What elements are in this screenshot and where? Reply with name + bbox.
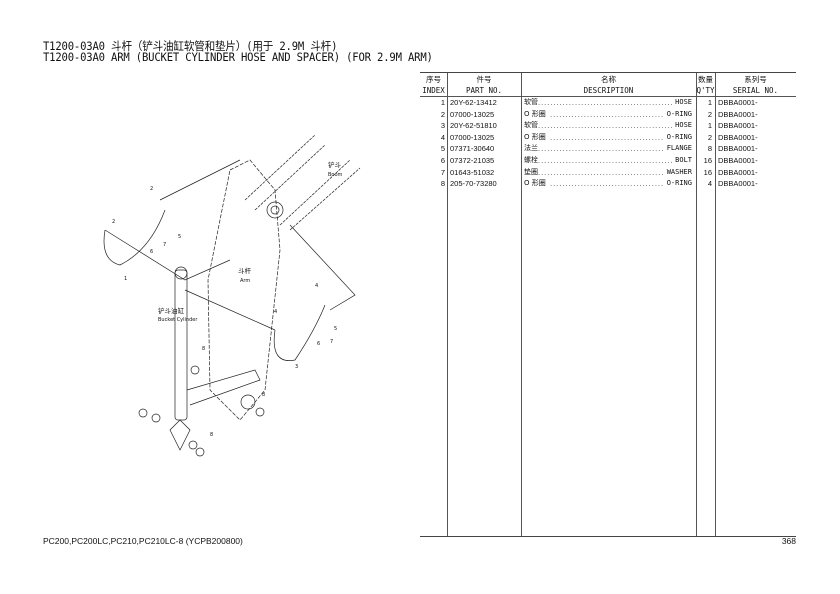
- title-english: T1200-03A0 ARM (BUCKET CYLINDER HOSE AND…: [43, 50, 433, 64]
- cell-part: 01643-51032: [450, 167, 495, 177]
- cell-part: 20Y-62-51810: [450, 121, 497, 131]
- cell-en: WASHER: [666, 167, 692, 176]
- footer-models: PC200,PC200LC,PC210,PC210LC-8 (YCPB20080…: [43, 536, 243, 546]
- cell-cn: O 形圈: [524, 179, 546, 188]
- arm-label-en: Arm: [240, 278, 250, 284]
- table-row: 5 07371-30640 法兰 FLANGE 8 DBBA0001-..........…: [420, 143, 796, 155]
- leader-dots: ........................................…: [550, 179, 663, 189]
- cell-qty: 1: [707, 98, 712, 107]
- cell-cn: 法兰: [524, 144, 538, 153]
- cell-index: 5: [440, 144, 445, 154]
- cell-qty: 4: [707, 179, 712, 189]
- callout: 5: [334, 326, 337, 332]
- cell-cn: O 形圈: [524, 109, 546, 118]
- cell-cn: 垫圈: [524, 167, 538, 176]
- cell-serial: DBBA0001-: [718, 144, 758, 154]
- cell-cn: 螺栓: [524, 156, 538, 164]
- callout: 7: [163, 242, 166, 248]
- cell-cn: 软管: [524, 121, 538, 130]
- callout: 2: [150, 186, 153, 192]
- cell-part: 07372-21035: [450, 156, 495, 165]
- cell-qty: 2: [707, 132, 712, 142]
- cell-en: HOSE: [675, 98, 692, 106]
- cell-part: 07000-13025: [450, 132, 495, 142]
- table-row: 6 07372-21035 螺栓 BOLT 16 DBBA0001-...........…: [420, 155, 796, 167]
- title-chinese: T1200-03A0 斗杆（铲斗油缸软管和垫片）(用于 2.9M 斗杆): [43, 39, 338, 53]
- cylinder-label-en: Bucket Cylinder: [158, 317, 198, 323]
- cell-qty: 1: [707, 121, 712, 131]
- cell-cn: 软管: [524, 98, 538, 106]
- callout: 2: [112, 219, 115, 225]
- leader-dots: ........................................…: [550, 109, 663, 119]
- cell-qty: 2: [707, 109, 712, 119]
- leader-dots: ........................................…: [550, 132, 663, 142]
- table-row: 3 20Y-62-51810 软管 HOSE 1 DBBA0001-...........…: [420, 120, 796, 132]
- callout: 6: [150, 249, 153, 255]
- cell-serial: DBBA0001-: [718, 98, 758, 107]
- boom-label-en: Boom: [328, 172, 343, 178]
- cell-qty: 16: [703, 167, 712, 177]
- table-row: 4 07000-13025 O 形圈 O-RING 2 DBBA0001-........…: [420, 132, 796, 144]
- cell-serial: DBBA0001-: [718, 167, 758, 177]
- callout: 8: [210, 432, 213, 438]
- callout: 7: [330, 339, 333, 345]
- cell-index: 1: [440, 98, 445, 107]
- cell-index: 2: [440, 109, 445, 119]
- callout: 5: [178, 234, 181, 240]
- page-number: 368: [781, 536, 796, 546]
- callout: 4: [274, 309, 277, 315]
- cell-qty: 8: [707, 144, 712, 154]
- cell-cn: O 形圈: [524, 132, 546, 141]
- callout: 8: [262, 392, 265, 398]
- cell-serial: DBBA0001-: [718, 121, 758, 131]
- callout: 6: [317, 341, 320, 347]
- cell-part: 20Y-62-13412: [450, 98, 497, 107]
- leader-dots: ........................................…: [538, 144, 663, 154]
- callout: 1: [124, 276, 127, 282]
- parts-diagram: 铲斗 Boom 斗杆 Arm 铲斗油缸 Bucket Cylinder 1 2 …: [103, 134, 361, 457]
- boom-label-cn: 铲斗: [328, 160, 342, 169]
- cell-index: 4: [440, 132, 445, 142]
- cell-serial: DBBA0001-: [718, 132, 758, 142]
- leader-dots: ........................................…: [538, 156, 672, 165]
- callout: 4: [315, 283, 318, 289]
- cell-en: O-RING: [666, 132, 692, 141]
- arm-label-cn: 斗杆: [238, 266, 252, 275]
- leader-dots: ........................................…: [538, 121, 672, 131]
- cell-index: 3: [440, 121, 445, 131]
- cell-en: HOSE: [675, 121, 692, 130]
- cell-part: 07000-13025: [450, 109, 495, 119]
- cell-index: 7: [440, 167, 445, 177]
- cell-part: 07371-30640: [450, 144, 495, 154]
- table-row: 1 20Y-62-13412 软管 HOSE 1 DBBA0001-...........…: [420, 97, 796, 109]
- cell-en: O-RING: [666, 179, 692, 188]
- cell-index: 8: [440, 179, 445, 189]
- cell-serial: DBBA0001-: [718, 156, 758, 165]
- cell-en: FLANGE: [666, 144, 692, 153]
- table-row: 2 07000-13025 O 形圈 O-RING 2 DBBA0001-........…: [420, 109, 796, 121]
- callout: 3: [295, 364, 298, 370]
- table-row: 8 205-70-73280 O 形圈 O-RING 4 DBBA0001-.......…: [420, 178, 796, 190]
- leader-dots: ........................................…: [538, 167, 663, 177]
- cell-serial: DBBA0001-: [718, 179, 758, 189]
- cell-index: 6: [440, 156, 445, 165]
- cylinder-label-cn: 铲斗油缸: [158, 306, 185, 315]
- leader-dots: ........................................…: [538, 98, 672, 107]
- cell-qty: 16: [703, 156, 712, 165]
- cell-en: BOLT: [675, 156, 692, 164]
- table-row: 7 01643-51032 垫圈 WASHER 16 DBBA0001-.........…: [420, 167, 796, 179]
- cell-serial: DBBA0001-: [718, 109, 758, 119]
- callout: 8: [202, 346, 205, 352]
- cell-en: O-RING: [666, 109, 692, 118]
- cell-part: 205-70-73280: [450, 179, 497, 189]
